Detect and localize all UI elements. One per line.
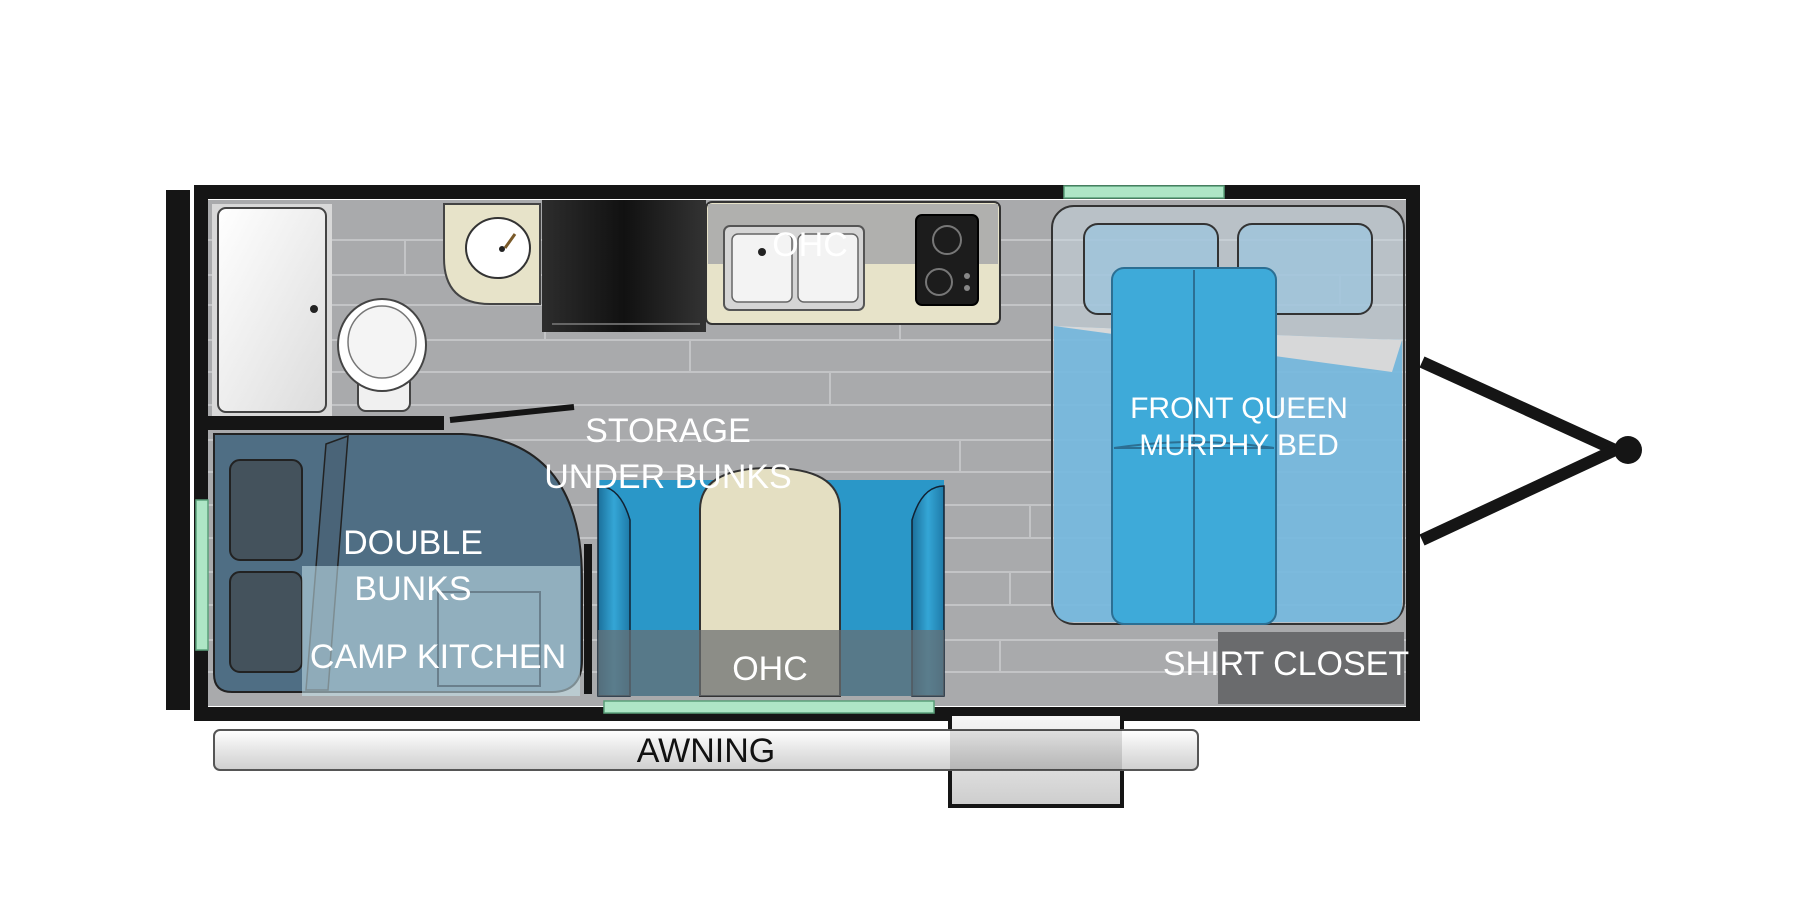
bathroom-sink <box>443 203 541 305</box>
bunk-pillow-lower <box>229 571 303 673</box>
bunk-divider <box>584 544 592 694</box>
window-dinette <box>603 700 935 714</box>
awning <box>213 729 1199 771</box>
bathroom-wall <box>208 416 444 430</box>
bathroom-door <box>449 404 575 423</box>
shower <box>217 207 327 413</box>
label-bunks-line1: DOUBLE <box>343 524 483 562</box>
toilet <box>337 298 427 412</box>
rear-bumper <box>166 190 190 710</box>
window-rear <box>195 499 209 651</box>
trailer-walls <box>194 185 1420 721</box>
shower-drain <box>310 305 318 313</box>
label-ohc-bottom: OHC <box>732 650 808 688</box>
label-storage-line1: STORAGE <box>585 412 751 450</box>
murphy-bed <box>1051 205 1405 625</box>
bunk-pillow-upper <box>229 459 303 561</box>
label-bed-line2: MURPHY BED <box>1139 429 1338 462</box>
window-top <box>1063 185 1225 199</box>
label-storage-line2: UNDER BUNKS <box>544 458 791 496</box>
camp-kitchen-cabinet <box>437 591 541 687</box>
dinette-ohc-overlay <box>598 630 944 696</box>
label-awning: AWNING <box>637 732 776 770</box>
camp-kitchen <box>302 566 580 696</box>
label-bunks-line2: BUNKS <box>354 570 471 608</box>
entry-step-overlap <box>950 730 1122 770</box>
hitch-tongue <box>1419 356 1642 546</box>
kitchen-sink <box>723 225 865 311</box>
cooktop <box>915 214 979 306</box>
label-ohc-top: OHC <box>772 226 848 264</box>
dinette <box>597 466 945 697</box>
label-camp-kitchen: CAMP KITCHEN <box>310 638 566 676</box>
refrigerator <box>542 200 706 332</box>
label-bed-line1: FRONT QUEEN <box>1130 392 1348 425</box>
shirt-closet <box>1218 632 1404 704</box>
label-shirt-closet: SHIRT CLOSET <box>1163 645 1409 683</box>
